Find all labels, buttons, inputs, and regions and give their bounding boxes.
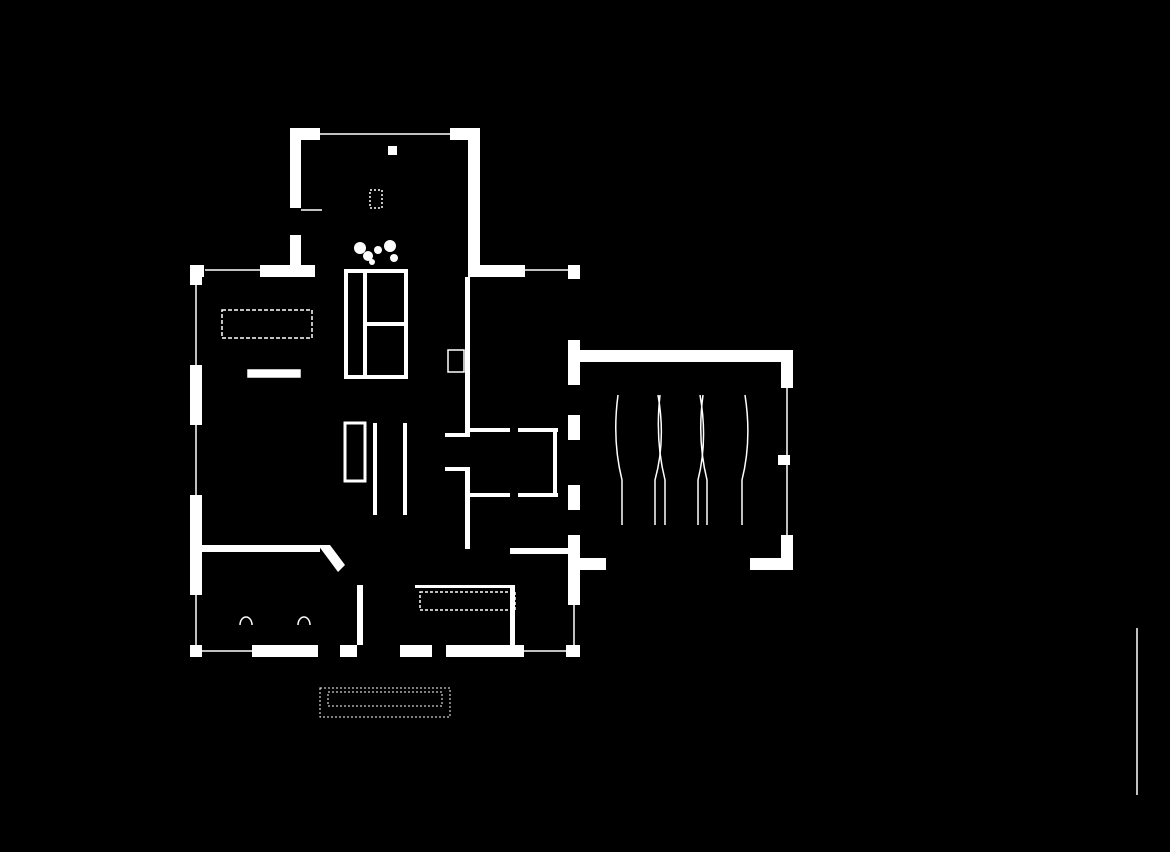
table-icon [221, 309, 313, 339]
plant-icon [354, 146, 398, 265]
entrance-steps [319, 687, 451, 718]
wardrobe [419, 591, 516, 611]
sink-icon [447, 349, 465, 373]
sink-icon [239, 616, 311, 626]
stairs [343, 421, 367, 483]
walls [190, 128, 793, 657]
car-icon [657, 394, 705, 525]
car-icon [700, 394, 749, 525]
stove-icon [369, 189, 383, 209]
car-icon [615, 394, 663, 525]
fixtures [195, 133, 1138, 795]
